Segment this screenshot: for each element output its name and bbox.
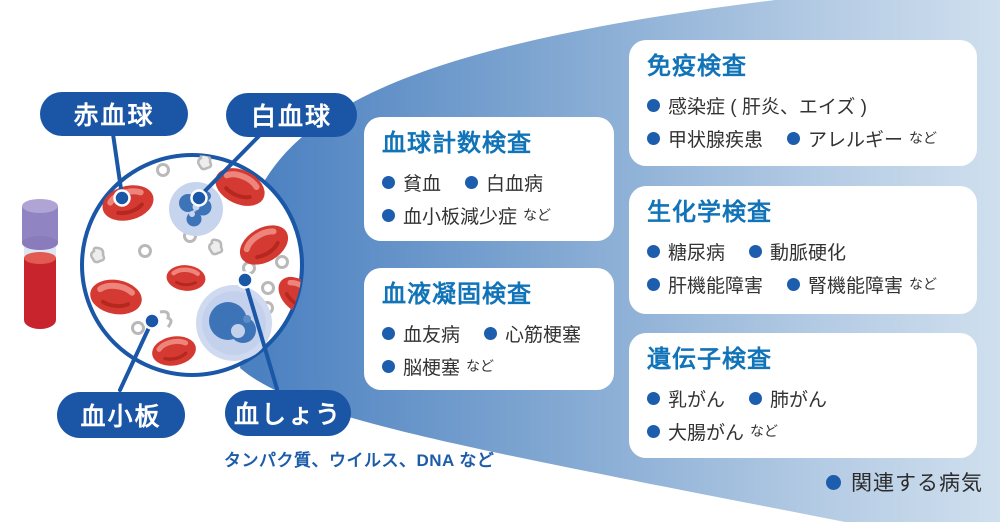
- panel-title: 血球計数検査: [382, 130, 532, 157]
- disease-item: 肝機能障害: [647, 271, 763, 298]
- label-plasma: 血しょう: [225, 390, 351, 436]
- bullet-icon: [382, 175, 395, 189]
- bullet-icon: [382, 326, 395, 340]
- bullet-icon: [382, 208, 395, 222]
- bullet-icon: [647, 424, 660, 438]
- disease-item: 動脈硬化: [749, 238, 846, 265]
- bullet-icon: [749, 391, 763, 405]
- bullet-icon: [749, 244, 763, 258]
- legend-related-diseases: 関連する病気: [826, 467, 983, 497]
- disease-item: 糖尿病: [647, 238, 725, 265]
- label-white-blood-cell: 白血球: [226, 93, 357, 137]
- panel-immunology: 免疫検査 感染症 ( 肝炎、エイズ ) 甲状腺疾患 アレルギーなど: [629, 40, 977, 166]
- disease-item: 白血病: [465, 169, 543, 196]
- disease-item: 肺がん: [749, 385, 827, 412]
- label-red-blood-cell: 赤血球: [40, 92, 188, 136]
- bullet-icon: [647, 277, 660, 291]
- panel-biochemistry: 生化学検査 糖尿病 動脈硬化 肝機能障害 腎機能障害など: [629, 186, 977, 314]
- bullet-icon: [382, 359, 395, 373]
- plasma-note: タンパク質、ウイルス、DNA など: [224, 451, 495, 470]
- disease-item: 腎機能障害など: [787, 271, 937, 298]
- bullet-icon: [484, 326, 498, 340]
- panel-coagulation: 血液凝固検査 血友病 心筋梗塞 脳梗塞など: [364, 268, 614, 390]
- bullet-icon: [647, 98, 660, 112]
- panel-title: 免疫検査: [647, 53, 747, 80]
- bullet-icon: [647, 131, 660, 145]
- disease-item: 甲状腺疾患: [647, 125, 763, 152]
- panel-title: 生化学検査: [647, 199, 772, 226]
- disease-item: 血小板減少症など: [382, 202, 551, 229]
- bullet-icon: [465, 175, 479, 189]
- bullet-icon: [787, 277, 801, 291]
- bullet-icon: [826, 474, 841, 490]
- panel-genetic: 遺伝子検査 乳がん 肺がん 大腸がんなど: [629, 333, 977, 458]
- panel-title: 遺伝子検査: [647, 346, 772, 373]
- disease-item: 乳がん: [647, 385, 725, 412]
- panel-title: 血液凝固検査: [382, 281, 532, 308]
- disease-item: 感染症 ( 肝炎、エイズ ): [647, 92, 867, 119]
- panel-blood-count: 血球計数検査 貧血 白血病 血小板減少症など: [364, 117, 614, 241]
- bullet-icon: [787, 131, 801, 145]
- disease-item: 血友病: [382, 320, 460, 347]
- label-platelet: 血小板: [57, 392, 185, 438]
- disease-item: 貧血: [382, 169, 441, 196]
- disease-item: アレルギーなど: [787, 125, 937, 152]
- bullet-icon: [647, 391, 660, 405]
- bullet-icon: [647, 244, 660, 258]
- disease-item: 大腸がんなど: [647, 418, 778, 445]
- disease-item: 心筋梗塞: [484, 320, 581, 347]
- disease-item: 脳梗塞など: [382, 353, 494, 380]
- legend-label: 関連する病気: [851, 472, 983, 495]
